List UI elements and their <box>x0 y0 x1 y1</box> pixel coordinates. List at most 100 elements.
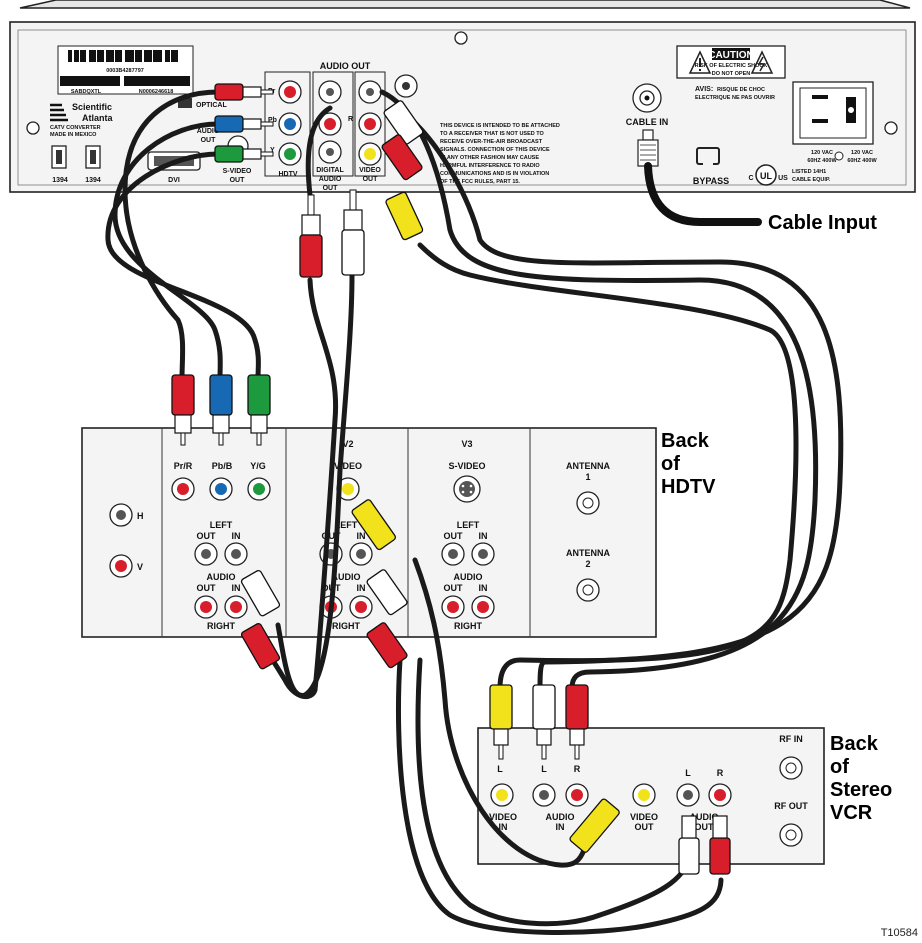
figure-id: T10584 <box>881 927 918 938</box>
screw-right-icon <box>884 121 898 135</box>
plug-yellow-hdtv-video <box>351 499 397 551</box>
svg-text:IN: IN <box>232 583 241 593</box>
stb-inner-border <box>17 29 907 186</box>
plug-pb-stb <box>214 115 274 133</box>
svg-text:1: 1 <box>585 472 590 482</box>
svg-text:LEFT: LEFT <box>335 520 358 530</box>
plug-y-hdtv <box>247 374 271 446</box>
svg-text:2: 2 <box>585 559 590 569</box>
brand-line-1: Scientific <box>72 102 112 112</box>
cable-input-label: Cable Input <box>768 212 877 234</box>
svg-text:AUDIO: AUDIO <box>690 812 719 822</box>
plug-white-stb-video <box>383 100 424 145</box>
stb-digital-audio-3: OUT <box>323 185 339 192</box>
svg-text:AUDIO: AUDIO <box>546 812 575 822</box>
svg-text:DO NOT OPEN: DO NOT OPEN <box>712 71 751 77</box>
cable-audio-white-hdtv <box>275 272 355 698</box>
cable-input-wire <box>644 162 762 226</box>
vcr-caption-4: VCR <box>830 802 873 824</box>
audio-out-left-label-1: AUDIO <box>197 128 220 135</box>
plug-red-vcr-in <box>565 684 589 760</box>
ul-mark-icon <box>755 164 777 186</box>
svideo-label-1: S-VIDEO <box>223 168 252 175</box>
avis-3: ELECTRIQUE NE PAS OUVRIR <box>695 95 775 101</box>
svg-text:IN: IN <box>479 531 488 541</box>
cable-connector-icon <box>642 129 654 141</box>
port-1394-b-label: 1394 <box>85 177 101 184</box>
cable-stb-yellow-vcr <box>417 242 799 691</box>
stb-digital-audio-1: DIGITAL <box>316 167 344 174</box>
svg-text:THIS DEVICE IS INTENDED TO BE: THIS DEVICE IS INTENDED TO BE ATTACHED <box>440 123 560 129</box>
avis-2: RISQUE DE CHOC <box>717 87 765 93</box>
power-outlet <box>792 81 874 145</box>
hdtv-h-label: H <box>137 511 144 521</box>
brand-sub-2: MADE IN MEXICO <box>50 132 97 138</box>
svg-text:OUT: OUT <box>444 531 464 541</box>
stb-pb-label: Pb <box>268 117 277 124</box>
plug-yellow-vcr-out <box>569 798 620 853</box>
plug-white-stb-audio <box>341 189 365 276</box>
svg-text:OUT: OUT <box>635 822 655 832</box>
svg-text:C: C <box>748 175 753 182</box>
screw-left-icon <box>26 121 40 135</box>
svg-text:IN ANY OTHER FASHION MAY CAUSE: IN ANY OTHER FASHION MAY CAUSE <box>440 155 539 161</box>
svg-text:COMMUNICATIONS AND IS IN VIOLA: COMMUNICATIONS AND IS IN VIOLATION <box>440 171 549 177</box>
vcr-rf-out-label: RF OUT <box>774 801 808 811</box>
audio-out-left-label-2: OUT <box>201 137 217 144</box>
stb-top-edge <box>19 0 911 9</box>
svg-text:US: US <box>778 175 788 182</box>
svg-text:AUDIO: AUDIO <box>332 572 361 582</box>
svg-text:OUT: OUT <box>197 531 217 541</box>
power-b-2: 60HZ 400W <box>847 158 877 164</box>
hdtv-v2-video-label: VIDEO <box>334 461 362 471</box>
svg-text:OUT: OUT <box>444 583 464 593</box>
plug-yellow-stb-video <box>385 191 424 241</box>
plugs <box>171 83 731 875</box>
hdtv-v2-label: V2 <box>342 439 353 449</box>
cable-stb-red-vcr <box>379 89 819 691</box>
set-top-box: 0003B4287797 SABDQXTL N0006246618 Scient… <box>9 0 916 193</box>
brand-line-2: Atlanta <box>82 113 113 123</box>
svg-text:AUDIO: AUDIO <box>454 572 483 582</box>
plug-pr-hdtv <box>171 374 195 446</box>
hdtv-yg-label: Y/G <box>250 461 266 471</box>
dvi-label: DVI <box>168 177 180 184</box>
hdtv-antenna1-label: ANTENNA <box>566 461 610 471</box>
bypass-label: BYPASS <box>693 176 729 186</box>
cable-vcr-red-hdtv <box>395 657 724 935</box>
power-b-1: 120 VAC <box>851 150 873 156</box>
cable-y <box>105 151 261 381</box>
hdtv-v3-label: V3 <box>461 439 472 449</box>
shock-triangle-icon <box>750 50 774 74</box>
vcr-rf-in-label: RF IN <box>779 734 803 744</box>
stb-video-out-1: VIDEO <box>359 167 381 174</box>
cable-vcr-yellow-hdtv <box>412 557 587 868</box>
plug-pb-hdtv <box>209 374 233 446</box>
svg-text:TO A RECEIVER THAT IS NOT USED: TO A RECEIVER THAT IS NOT USED TO <box>440 131 545 137</box>
stb-video-out-2: OUT <box>363 176 379 183</box>
plug-red-stb-audio <box>299 194 323 278</box>
plug-white-vcr-in <box>532 684 556 760</box>
listed-2: CABLE EQUIP. <box>792 177 831 183</box>
svideo-label-2: OUT <box>230 177 246 184</box>
svg-text:AUDIO: AUDIO <box>207 572 236 582</box>
svg-text:R: R <box>574 764 581 774</box>
svg-text:RECEIVE OVER-THE-AIR BROADCAST: RECEIVE OVER-THE-AIR BROADCAST <box>440 139 543 145</box>
port-1394-a-label: 1394 <box>52 177 68 184</box>
serial-top-text: 0003B4287797 <box>106 68 144 74</box>
avis-1: AVIS: <box>695 86 713 93</box>
svg-text:RIGHT: RIGHT <box>207 621 236 631</box>
stb-hdtv-label: HDTV <box>278 171 297 178</box>
svg-text:OUT: OUT <box>695 822 715 832</box>
listed-1: LISTED 14H1 <box>792 169 826 175</box>
svg-text:UL: UL <box>760 171 772 181</box>
hdtv-caption-2: of <box>661 453 680 475</box>
svg-text:L: L <box>497 764 503 774</box>
svg-text:L: L <box>541 764 547 774</box>
svg-text:HARMFUL INTERFERENCE TO RADIO: HARMFUL INTERFERENCE TO RADIO <box>440 163 540 169</box>
plug-red-stb-video <box>381 134 423 181</box>
serial-right-text: N0006246618 <box>139 89 174 95</box>
svg-text:R: R <box>717 768 724 778</box>
